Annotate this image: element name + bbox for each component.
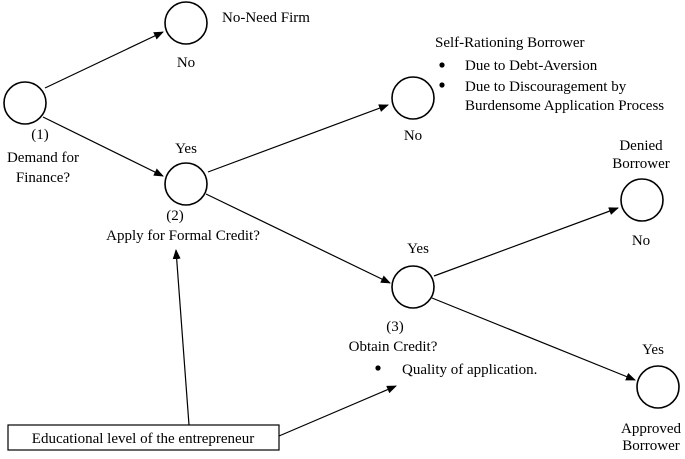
obtain-number-label: (3) [386, 319, 404, 335]
edge-demand-to-no-need [44, 31, 164, 89]
self-rationing-answer: No [404, 128, 422, 144]
obtain-question: Obtain Credit? [349, 339, 438, 355]
approved-title-line2: Borrower [622, 438, 679, 454]
demand-question-line1: Demand for [7, 150, 79, 166]
edge-obtain-to-denied [433, 207, 619, 277]
approved-answer: Yes [642, 342, 664, 358]
apply-number-label: (2) [166, 208, 184, 224]
node-apply-formal-credit [164, 162, 208, 206]
self-rationing-bullet-2-text: Due to Discouragement by [465, 79, 627, 95]
self-rationing-bullet-2 [439, 82, 445, 88]
self-rationing-bullet-1 [439, 62, 445, 68]
self-rationing-title: Self-Rationing Borrower [435, 35, 585, 51]
apply-question: Apply for Formal Credit? [106, 228, 260, 244]
self-rationing-bullet-2-continued: Burdensome Application Process [465, 98, 664, 114]
node-demand-for-finance [3, 81, 47, 125]
edge-obtain-to-approved [431, 297, 636, 381]
approved-title-line1: Approved [621, 421, 681, 437]
edge-apply-to-obtain [205, 193, 391, 284]
demand-number-label: (1) [31, 127, 49, 143]
edge-demand-to-apply [42, 116, 164, 177]
edge-education-to-apply [172, 249, 190, 426]
denied-answer: No [632, 233, 650, 249]
node-self-rationing-borrower [391, 76, 435, 120]
education-factor-box [7, 424, 280, 451]
node-approved-borrower [636, 365, 680, 409]
no-need-firm-title: No-Need Firm [222, 10, 310, 26]
obtain-bullet-1-text: Quality of application. [402, 362, 537, 378]
denied-title-line1: Denied [619, 138, 663, 154]
edge-education-to-obtain [278, 385, 397, 437]
obtain-bullet-1 [375, 365, 381, 371]
self-rationing-bullet-1-text: Due to Debt-Aversion [465, 58, 598, 74]
node-denied-borrower [620, 178, 664, 222]
no-need-answer: No [177, 55, 195, 71]
obtain-answer: Yes [407, 241, 429, 257]
apply-answer: Yes [175, 141, 197, 157]
demand-question-line2: Finance? [16, 170, 70, 186]
node-no-need-firm [164, 1, 208, 45]
node-obtain-credit [391, 265, 435, 309]
edge-apply-to-self-rationing [207, 104, 389, 173]
education-factor-label: Educational level of the entrepreneur [32, 431, 254, 447]
denied-title-line2: Borrower [612, 156, 669, 172]
